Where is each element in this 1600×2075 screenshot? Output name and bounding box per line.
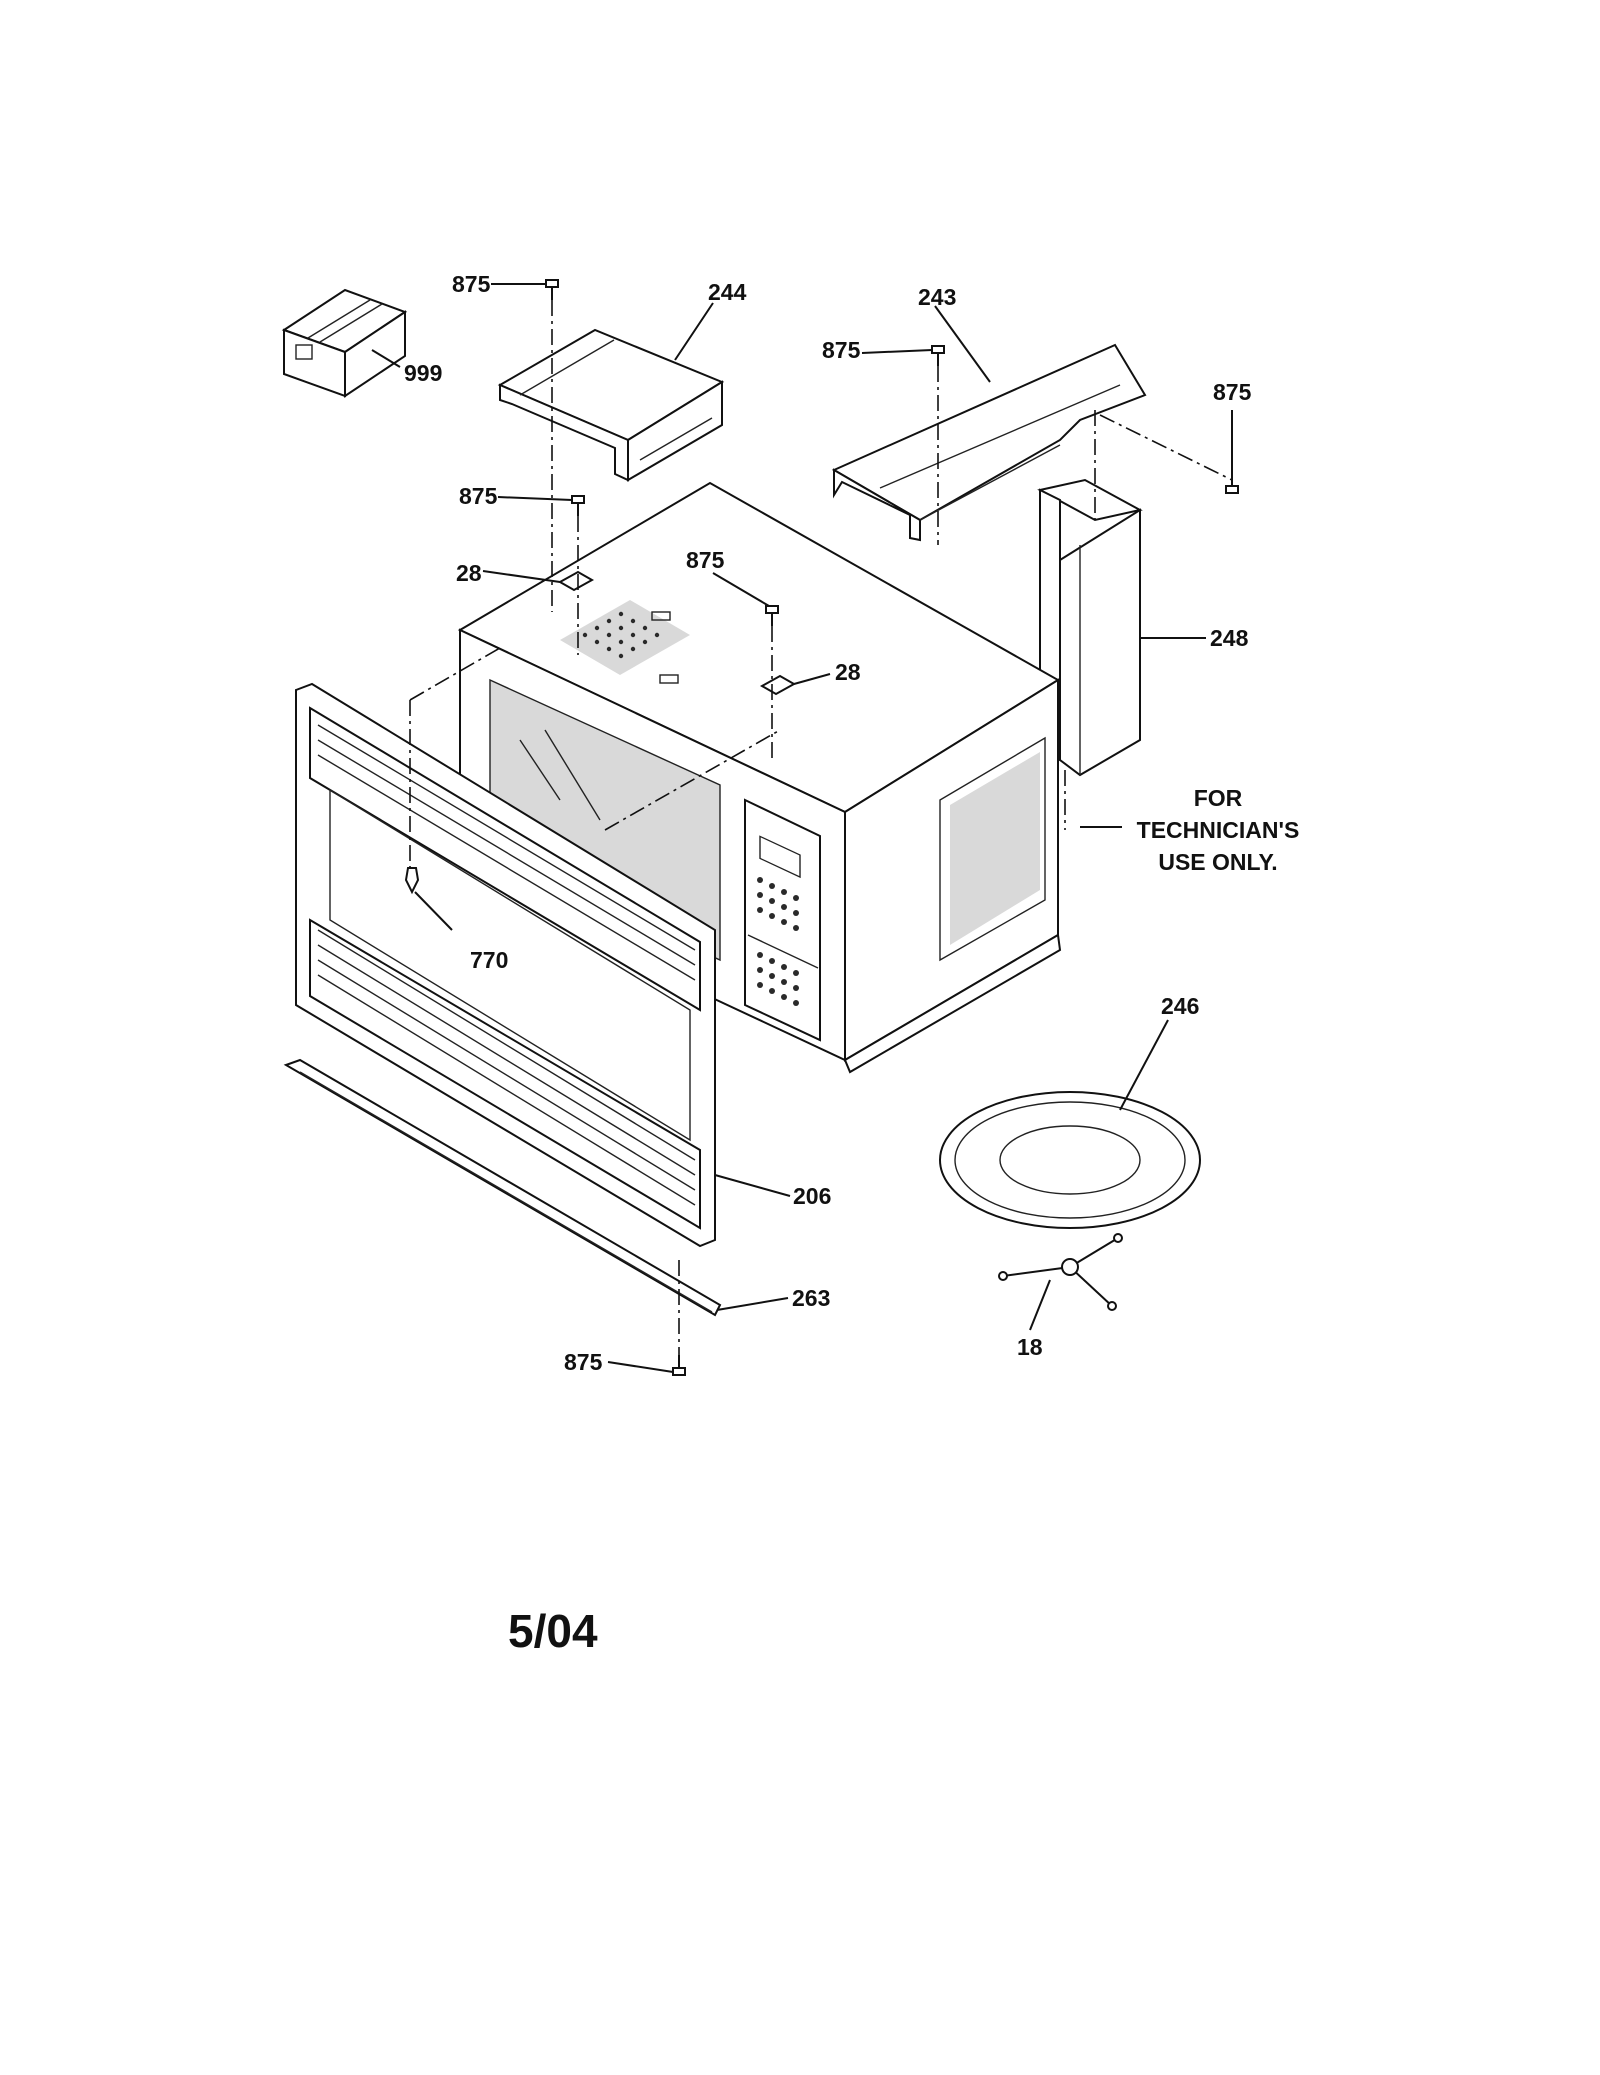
note-line-1: FOR [1194,785,1243,811]
callout-18: 18 [1017,1334,1043,1360]
clip-770 [404,867,420,895]
callout-263: 263 [792,1285,830,1311]
callout-labels: 999 875 244 875 28 875 28 243 875 875 24… [404,271,1252,1375]
callout-243: 243 [918,284,956,310]
note-line-2: TECHNICIAN'S [1137,817,1300,843]
callout-28-right: 28 [835,659,861,685]
callout-875-center: 875 [686,547,725,573]
glass-turntable-tray [939,1091,1201,1229]
left-top-cover [497,328,725,482]
callout-875-cover-right: 875 [822,337,861,363]
callout-770: 770 [470,947,508,973]
callout-875-far-right: 875 [1213,379,1252,405]
date-code: 5/04 [508,1605,598,1657]
screw-far-right [1225,478,1239,494]
callout-875-bottom: 875 [564,1349,603,1375]
note-line-3: USE ONLY. [1158,849,1277,875]
callout-206: 206 [793,1183,831,1209]
carton-box [281,288,408,398]
callout-875-cover-left: 875 [459,483,498,509]
roller-support [998,1233,1123,1311]
lower-trim-strip [283,1058,722,1317]
screw-cover-left [571,495,585,516]
front-trim-frame [295,682,716,1248]
assembly-guide-lines [409,300,1233,1355]
callout-244: 244 [708,279,747,305]
callout-999: 999 [404,360,442,386]
screw-center [765,605,779,626]
callout-246: 246 [1161,993,1199,1019]
leader-lines [371,283,1233,1373]
screw-bottom [672,1355,686,1376]
screw-top-left [545,279,559,300]
callout-28-left: 28 [456,560,482,586]
technician-note: FOR TECHNICIAN'S USE ONLY. [1137,785,1300,875]
callout-875-top-left: 875 [452,271,491,297]
right-top-cover [831,343,1147,542]
microwave-cabinet [457,481,1062,1074]
screw-cover-right [931,345,945,366]
callout-248: 248 [1210,625,1249,651]
